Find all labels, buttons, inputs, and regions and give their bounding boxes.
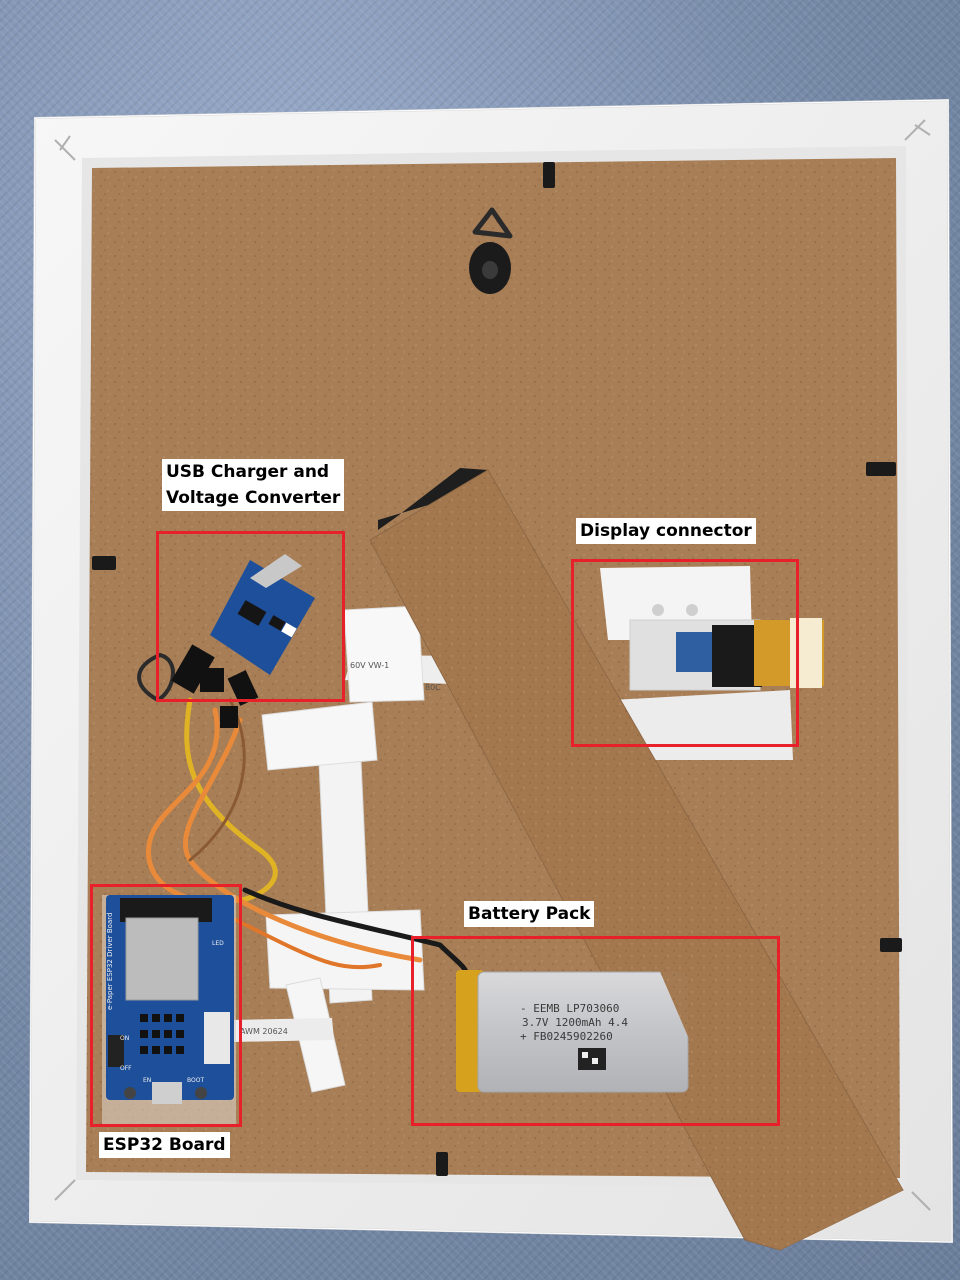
label-battery-pack: Battery Pack [464,901,595,927]
label-usb-charger: USB Charger and Voltage Converter [162,459,345,511]
label-usb-charger-line2: Voltage Converter [166,488,341,508]
esp32-en-label: EN [143,1077,151,1084]
esp32-boot-label: BOOT [187,1077,204,1084]
esp32-led-label: LED [212,940,224,947]
frame-clips [92,162,902,1176]
usb-charger-board [137,554,315,728]
ribbon-text-awm: AWM 20624 [240,1027,288,1036]
label-esp32-board: ESP32 Board [99,1132,230,1158]
highlight-battery-pack [411,936,780,1126]
ribbon-text-60v: 60V VW-1 [350,661,389,670]
display-connector [600,566,824,760]
esp32-board: e-Paper ESP32 Driver Board EN BOOT ON OF… [102,895,236,1125]
highlight-esp32-board [90,884,242,1127]
esp32-off-label: OFF [120,1065,132,1072]
label-usb-charger-line1: USB Charger and [166,462,330,482]
esp32-board-title: e-Paper ESP32 Driver Board [106,913,114,1010]
battery-line-2: 3.7V 1200mAh 4.4 [522,1016,628,1029]
esp32-on-label: ON [120,1035,129,1042]
highlight-usb-charger [156,531,345,702]
ribbon-text-80c: 80C [425,683,441,692]
battery-line-1: - EEMB LP703060 [520,1002,619,1015]
highlight-display-connector [571,559,799,747]
hanger-icon [469,207,513,294]
battery-pack: - EEMB LP703060 3.7V 1200mAh 4.4 + FB024… [456,970,689,1093]
battery-line-3: + FB0245902260 [520,1030,613,1043]
label-display-connector: Display connector [576,518,756,544]
